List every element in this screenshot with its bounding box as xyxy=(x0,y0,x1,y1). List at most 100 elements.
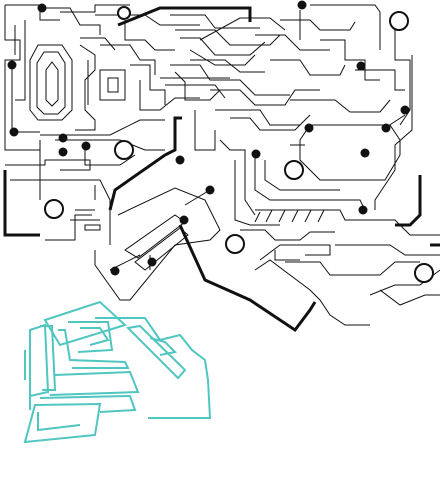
trace xyxy=(264,160,340,191)
trace xyxy=(335,244,440,256)
node-group xyxy=(7,0,410,276)
teal-stroke xyxy=(125,324,187,380)
trace xyxy=(45,214,92,241)
bold-trace xyxy=(395,175,422,227)
trace xyxy=(290,99,391,113)
trace xyxy=(99,69,126,101)
trace xyxy=(124,20,175,51)
trace xyxy=(180,37,266,56)
trace xyxy=(259,244,300,261)
node-dot xyxy=(400,105,410,115)
bold-trace xyxy=(117,6,252,27)
node-dot xyxy=(360,148,370,158)
trace xyxy=(210,89,320,106)
ring-terminal xyxy=(225,234,245,254)
node-dot xyxy=(205,185,215,195)
trace xyxy=(170,64,290,96)
node-dot xyxy=(175,155,185,165)
trace xyxy=(160,77,230,99)
node-dot xyxy=(304,123,314,133)
teal-stroke xyxy=(49,370,140,396)
trace xyxy=(355,69,405,91)
node-dot xyxy=(356,61,366,71)
node-dot xyxy=(7,60,17,70)
trace xyxy=(189,49,256,66)
trace xyxy=(190,59,265,73)
trace xyxy=(134,227,189,271)
trace xyxy=(36,51,66,115)
trace xyxy=(240,229,335,241)
node-dot xyxy=(81,141,91,151)
trace xyxy=(199,17,286,41)
trace xyxy=(299,4,381,50)
node-dot xyxy=(297,0,307,10)
teal-stroke xyxy=(29,323,50,398)
trace xyxy=(254,209,325,223)
trace xyxy=(95,14,200,26)
trace xyxy=(29,44,73,121)
trace xyxy=(124,214,186,259)
trace xyxy=(194,110,216,151)
trace xyxy=(170,14,260,29)
teal-stroke xyxy=(80,327,110,346)
trace xyxy=(255,209,440,236)
trace xyxy=(394,30,411,126)
node-dot xyxy=(179,215,189,225)
thin-trace-group xyxy=(4,4,440,326)
trace xyxy=(40,119,165,136)
ring-terminal xyxy=(414,263,434,283)
trace xyxy=(254,155,366,211)
trace xyxy=(84,145,136,166)
teal-accent-motif xyxy=(23,300,212,444)
teal-stroke xyxy=(40,325,57,391)
trace xyxy=(174,71,221,101)
trace xyxy=(130,64,166,105)
trace xyxy=(100,44,156,75)
ring-terminal xyxy=(117,6,131,20)
teal-stroke xyxy=(24,350,31,410)
ring-terminal xyxy=(389,11,409,31)
node-dot xyxy=(381,123,391,133)
trace xyxy=(11,65,40,133)
trace xyxy=(280,19,356,31)
trace xyxy=(75,44,96,131)
trace xyxy=(5,4,60,21)
node-dot xyxy=(147,257,157,267)
teal-stroke xyxy=(37,412,81,432)
trace xyxy=(10,179,111,245)
trace xyxy=(379,289,440,306)
teal-stroke xyxy=(149,337,178,356)
trace xyxy=(39,139,165,200)
bold-trace-group xyxy=(3,6,440,333)
node-dot xyxy=(9,127,19,137)
trace xyxy=(5,159,91,171)
teal-stroke xyxy=(23,402,102,444)
node-dot xyxy=(58,147,68,157)
trace xyxy=(254,259,370,326)
teal-stroke xyxy=(95,317,212,419)
ring-terminal xyxy=(44,199,64,219)
bold-trace xyxy=(3,170,40,237)
trace xyxy=(94,187,221,301)
trace xyxy=(45,61,59,107)
teal-stroke xyxy=(68,321,114,353)
trace xyxy=(234,160,280,226)
trace xyxy=(80,37,116,105)
trace xyxy=(4,5,40,151)
teal-stroke xyxy=(58,329,130,369)
trace xyxy=(285,261,420,276)
trace xyxy=(270,59,346,76)
bold-trace xyxy=(108,116,182,211)
node-dot xyxy=(110,266,120,276)
node-dot xyxy=(58,133,68,143)
trace xyxy=(219,139,256,216)
teal-stroke xyxy=(39,394,137,413)
trace xyxy=(374,55,413,210)
trace xyxy=(230,114,311,131)
trace xyxy=(215,109,300,126)
trace xyxy=(320,39,380,81)
teal-stroke xyxy=(43,300,127,347)
trace xyxy=(175,29,281,46)
node-dot xyxy=(37,3,47,13)
